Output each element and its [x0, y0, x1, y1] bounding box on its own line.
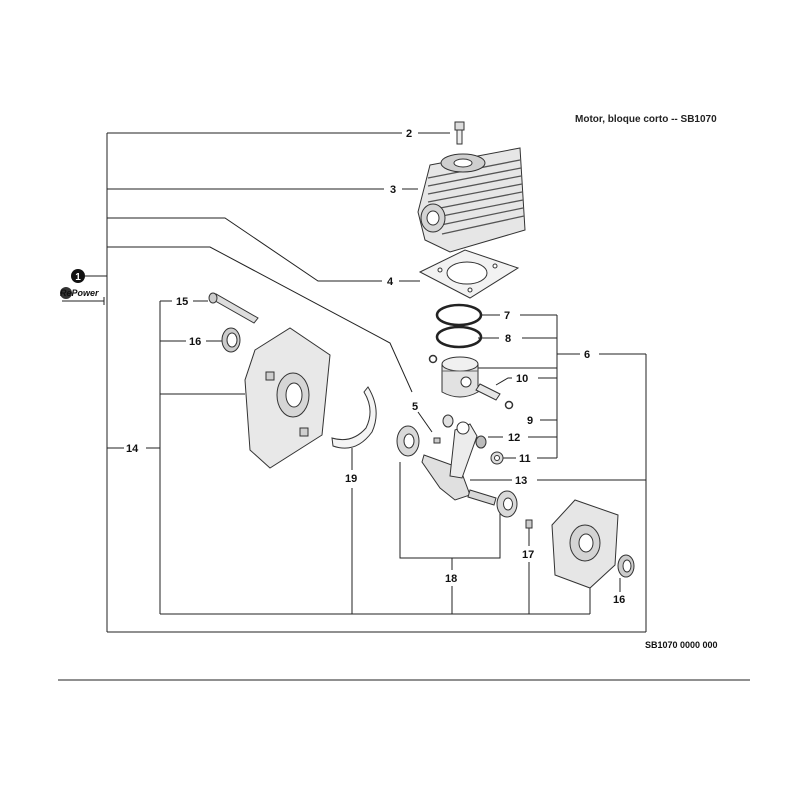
assembly-number: 1: [75, 272, 81, 283]
piston-ring-lower: [435, 325, 483, 349]
callout-15: 15: [176, 296, 188, 308]
dowel-pin: [433, 437, 441, 444]
cylinder-screw: [454, 121, 465, 145]
crankshaft: [421, 421, 497, 506]
callout-6: 6: [584, 349, 590, 361]
piston-pin-clip: [428, 354, 514, 410]
piston: [441, 356, 479, 398]
callout-2: 2: [406, 128, 412, 140]
callout-10: 10: [516, 373, 528, 385]
callout-16-left: 16: [189, 336, 201, 348]
cylinder: [417, 147, 526, 253]
piston-ring-upper: [435, 303, 483, 327]
leader-lines: [58, 132, 750, 681]
callout-17: 17: [522, 549, 534, 561]
cylinder-gasket: [418, 249, 520, 299]
callout-3: 3: [390, 184, 396, 196]
needle-bearing: [475, 435, 487, 449]
crankcase-right: [551, 499, 619, 589]
repower-logo: RePower: [60, 287, 105, 305]
callout-4: 4: [387, 276, 394, 288]
callout-19: 19: [345, 473, 357, 485]
locating-pin: [525, 519, 533, 529]
callout-5: 5: [412, 401, 418, 413]
callout-12: 12: [508, 432, 520, 444]
diagram-code: SB1070 0000 000: [645, 640, 718, 650]
callout-11: 11: [519, 453, 531, 465]
crankcase-left: [244, 327, 331, 469]
callout-9: 9: [527, 415, 533, 427]
oil-seal-right: [617, 554, 635, 578]
bearing-right: [496, 490, 518, 518]
callout-18: 18: [445, 573, 457, 585]
callout-7: 7: [504, 310, 510, 322]
callout-labels: 2 3 4 15 7 8 16 6 10 5 9 12 14 11 19 13 …: [126, 128, 625, 606]
crankcase-screw: [208, 292, 259, 324]
repower-text: RePower: [60, 288, 99, 298]
oil-seal-left: [221, 327, 241, 353]
bearing-left: [396, 425, 420, 457]
callout-13: 13: [515, 475, 527, 487]
diagram-title: Motor, bloque corto -- SB1070: [575, 114, 717, 125]
thrust-washer: [490, 451, 504, 465]
assembly-marker: 1 RePower: [60, 269, 105, 305]
piston-pin: [475, 383, 501, 401]
crank-washer: [442, 414, 454, 428]
callout-14: 14: [126, 443, 139, 455]
callout-16-right: 16: [613, 594, 625, 606]
crankcase-gasket: [331, 386, 377, 449]
callout-8: 8: [505, 333, 511, 345]
